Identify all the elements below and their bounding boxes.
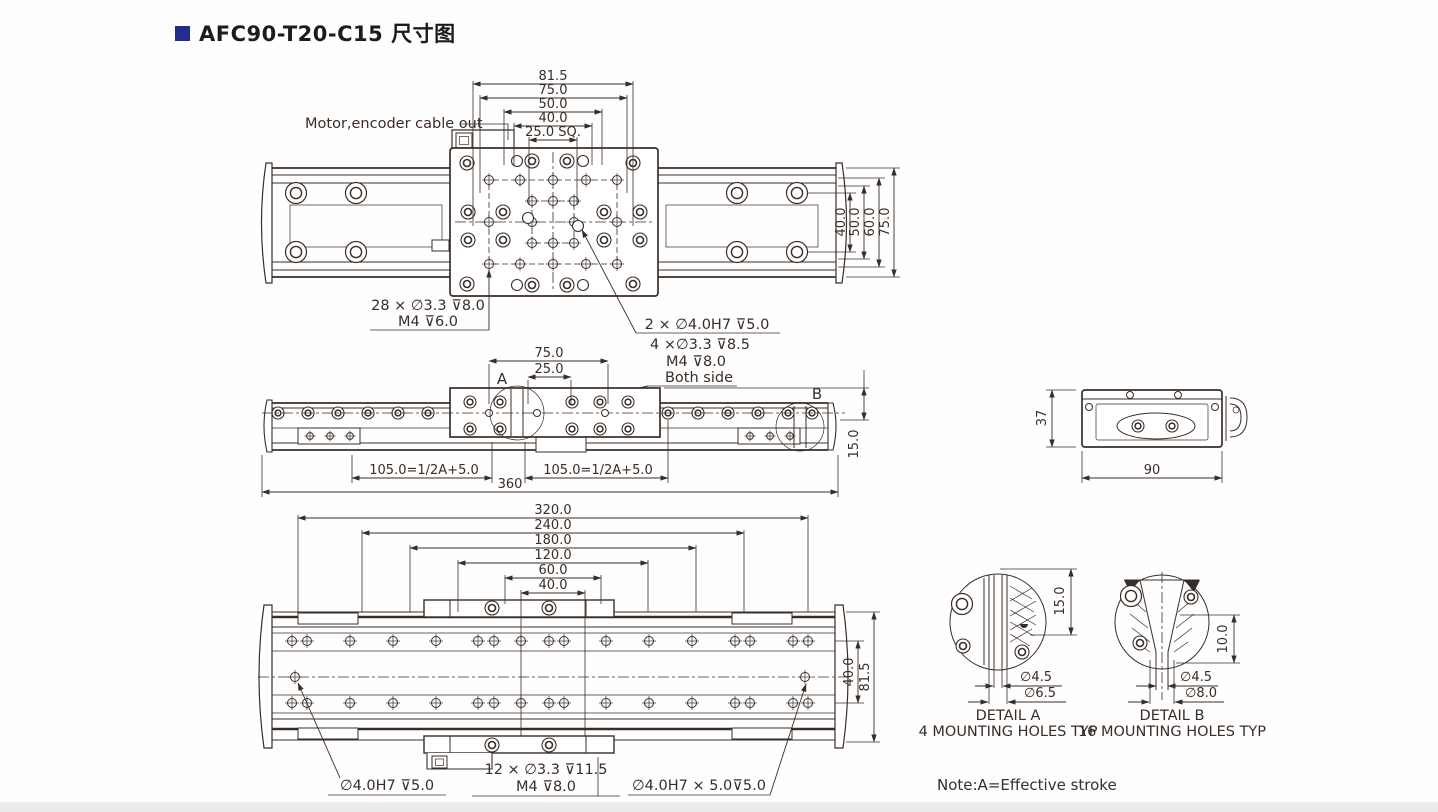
dim-label: 60.0 — [539, 563, 568, 578]
dim-label: 40.0 — [539, 578, 568, 593]
annotation-dowel-left: ∅4.0H7 ⊽5.0 — [340, 778, 434, 794]
dim-label: ∅4.5 — [1180, 670, 1212, 685]
dim-label: 320.0 — [534, 503, 571, 518]
front-view-drawing: A B — [262, 370, 845, 453]
top-view-dimensions: 81.5 75.0 50.0 40.0 25.0 SQ. 40.0 50.0 6… — [305, 69, 900, 412]
annotation-mount-holes-1: 12 × ∅3.3 ⊽11.5 — [484, 762, 607, 778]
dim-label: 50.0 — [539, 97, 568, 112]
dim-label: 40.0 — [842, 658, 857, 687]
dim-label: 60.0 — [863, 208, 878, 237]
annotation-side-holes-3: Both side — [665, 370, 733, 386]
carriage-bottom-view-top — [423, 599, 615, 618]
dim-label: 75.0 — [535, 346, 564, 361]
rail-hole-row-lower — [284, 695, 816, 711]
dim-label: 240.0 — [534, 518, 571, 533]
dim-label: 105.0=1/2A+5.0 — [369, 463, 479, 478]
bottom-view-drawing — [258, 599, 850, 770]
detail-b-title: DETAIL B — [1140, 708, 1205, 724]
detail-a-title: DETAIL A — [976, 708, 1041, 724]
annotation-side-holes-1: 4 ×∅3.3 ⊽8.5 — [650, 337, 750, 353]
dim-label: 40.0 — [539, 111, 568, 126]
drawing-title: AFC90-T20-C15 尺寸图 — [199, 22, 456, 46]
detail-b-subtitle: 16 MOUNTING HOLES TYP — [1078, 724, 1266, 740]
dim-label: 15.0 — [847, 430, 862, 459]
detail-a-circle — [489, 385, 545, 441]
dim-label: 90 — [1144, 463, 1161, 478]
page-title: AFC90-T20-C15 尺寸图 — [175, 18, 456, 48]
rail-hole-row-upper — [284, 633, 816, 649]
detail-a-marker: A — [497, 370, 508, 388]
annotation-mount-holes-2: M4 ⊽6.0 — [398, 314, 458, 330]
dim-label: 75.0 — [539, 83, 568, 98]
end-view-drawing: 37 90 — [1035, 389, 1248, 483]
dim-label: ∅4.5 — [1020, 670, 1052, 685]
dim-label: 40.0 — [834, 208, 849, 237]
dim-label: 10.0 — [1216, 625, 1231, 654]
detail-b-drawing: 10.0 ∅4.5 ∅8.0 DETAIL B 16 MOUNTING HOLE… — [1078, 572, 1266, 740]
motor-cable-label: Motor,encoder cable out — [305, 116, 483, 132]
effective-stroke-note: Note:A=Effective stroke — [937, 776, 1117, 794]
dim-label: ∅8.0 — [1185, 686, 1217, 701]
page-bottom-edge — [0, 802, 1438, 812]
bottom-view-dimensions: 320.0 240.0 180.0 120.0 60.0 40.0 40.0 8… — [297, 503, 880, 797]
detail-b-circle — [775, 402, 825, 452]
dim-label: 25.0 — [535, 362, 564, 377]
dim-label: ∅6.5 — [1024, 686, 1056, 701]
detail-a-drawing: 15.0 ∅4.5 ∅6.5 DETAIL A 4 MOUNTING HOLES… — [919, 568, 1098, 740]
annotation-dowel-right: ∅4.0H7 × 5.0⊽5.0 — [632, 778, 766, 794]
dim-label: 105.0=1/2A+5.0 — [543, 463, 653, 478]
dim-label: 360 — [498, 477, 523, 492]
dim-label: 25.0 SQ. — [525, 125, 581, 140]
dim-label: 75.0 — [878, 208, 893, 237]
title-bullet-square — [175, 25, 190, 41]
carriage-plate-top-view — [449, 147, 659, 297]
dim-label: 120.0 — [534, 548, 571, 563]
dim-label: 81.5 — [858, 663, 873, 692]
annotation-dowel-holes: 2 × ∅4.0H7 ⊽5.0 — [645, 317, 770, 333]
dim-label: 81.5 — [539, 69, 568, 84]
annotation-mount-holes-2: M4 ⊽8.0 — [516, 779, 576, 795]
dim-label: 15.0 — [1053, 587, 1068, 616]
detail-b-marker: B — [812, 385, 822, 403]
carriage-bottom-view-bottom — [423, 735, 615, 754]
dim-label: 180.0 — [534, 533, 571, 548]
detail-a-subtitle: 4 MOUNTING HOLES TYP — [919, 724, 1098, 740]
top-view-drawing — [260, 129, 848, 297]
annotation-mount-holes-1: 28 × ∅3.3 ⊽8.0 — [371, 298, 485, 314]
front-view-dimensions: 75.0 25.0 15.0 105.0=1/2A+5.0 105.0=1/2A… — [261, 346, 869, 497]
dim-label: 50.0 — [848, 208, 863, 237]
dim-label: 37 — [1035, 410, 1050, 427]
annotation-side-holes-2: M4 ⊽8.0 — [666, 354, 726, 370]
